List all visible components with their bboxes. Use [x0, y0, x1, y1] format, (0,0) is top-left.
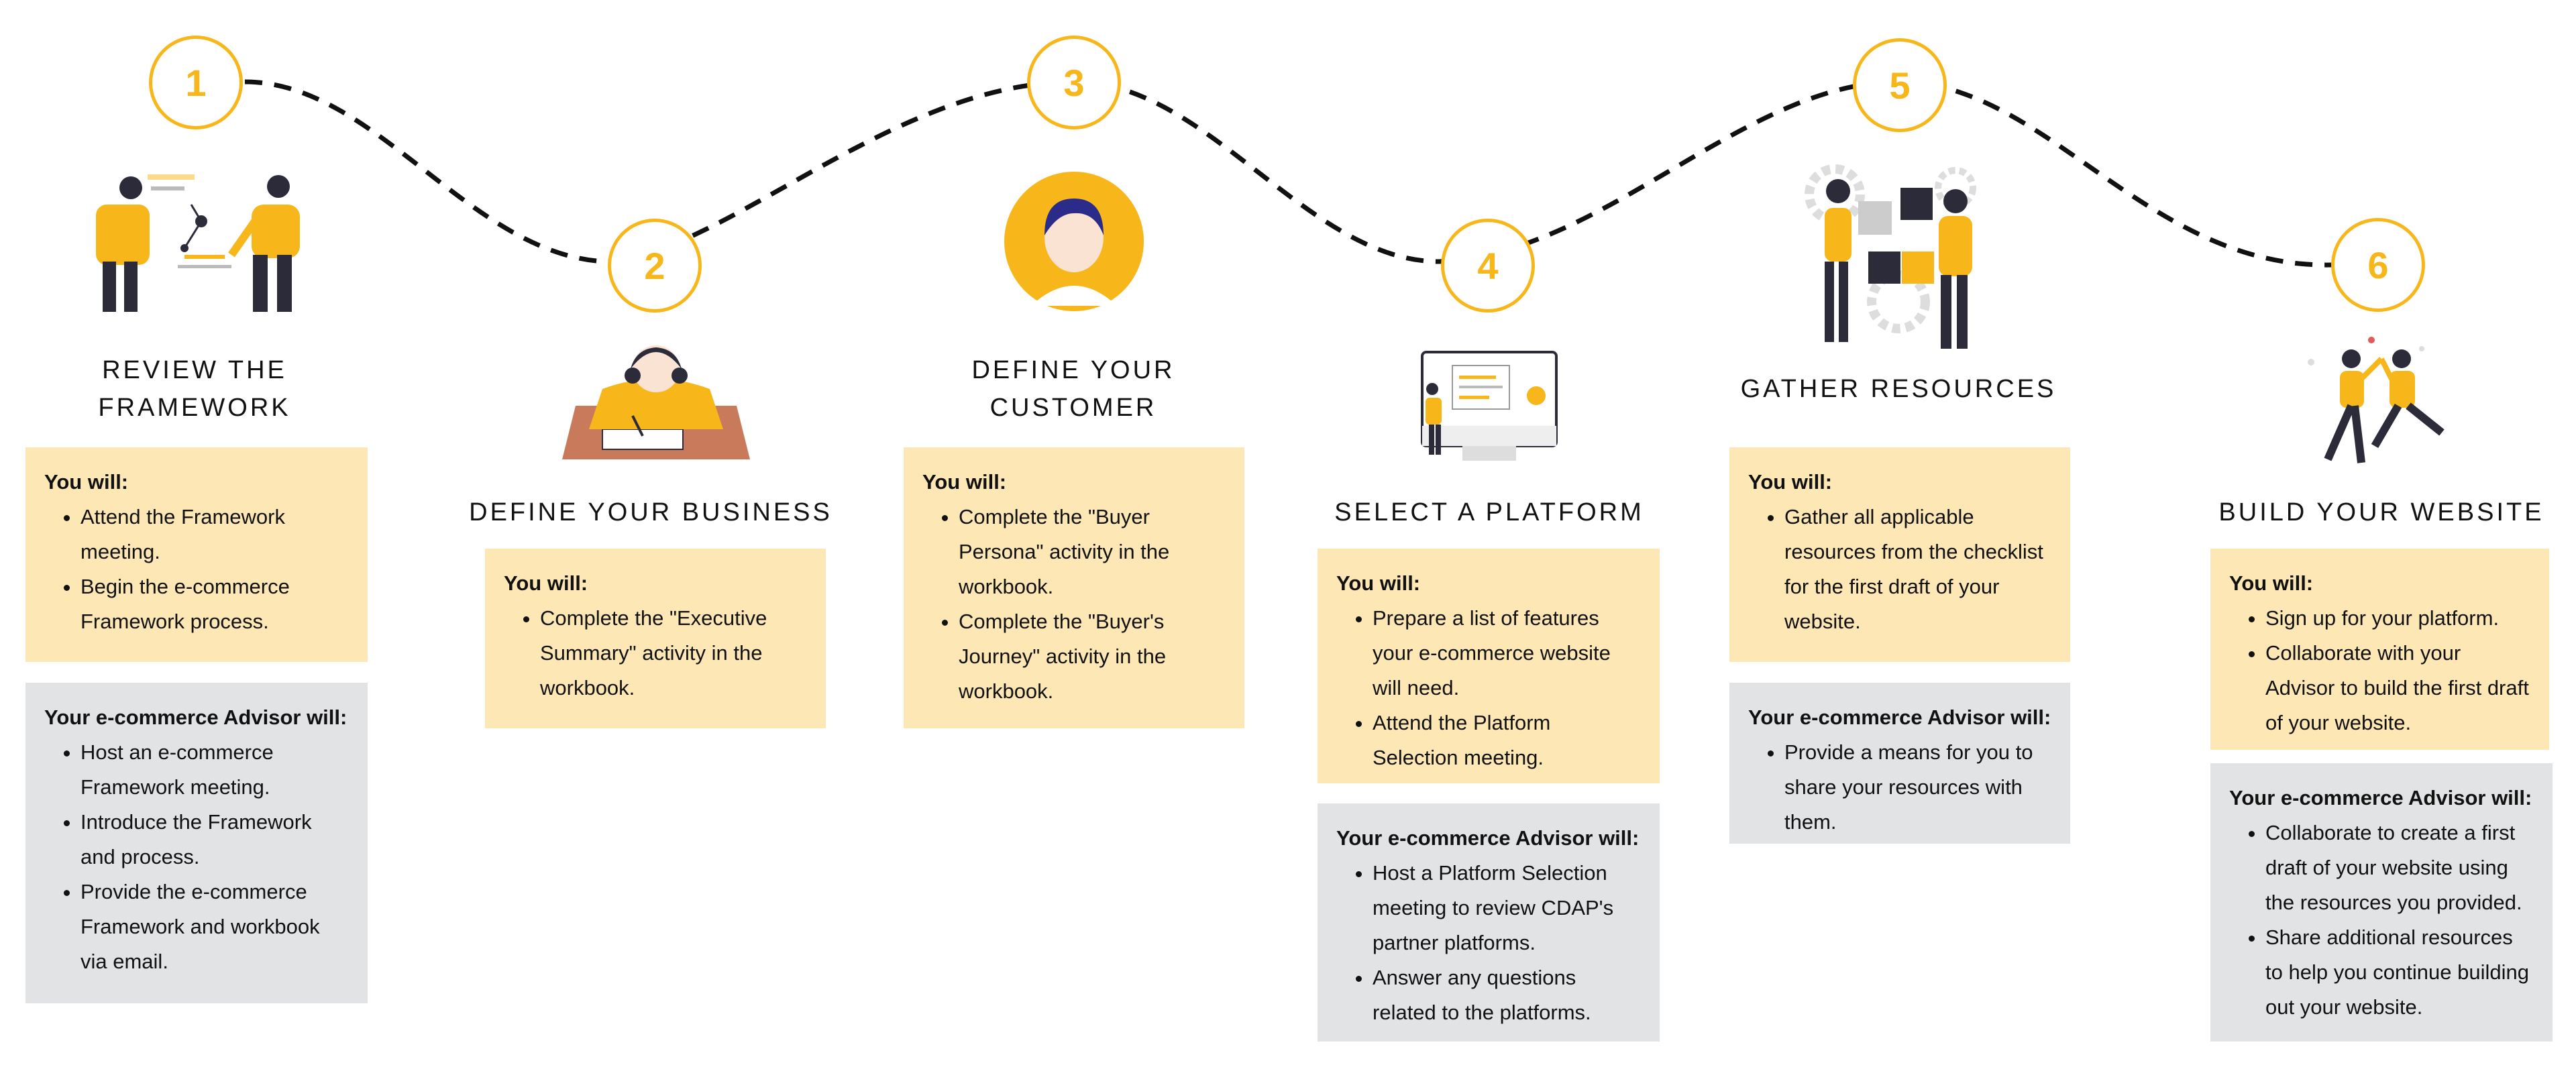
- step-3-number-circle: 3: [1027, 36, 1121, 129]
- step-6-number-circle: 6: [2331, 218, 2425, 312]
- step-3-you-list: Complete the "Buyer Persona" activity in…: [922, 500, 1226, 709]
- step-5-title-line-1: GATHER RESOURCES: [1740, 375, 2057, 403]
- list-item: Host an e-commerce Framework meeting.: [80, 735, 349, 805]
- list-item: Answer any questions related to the plat…: [1373, 960, 1641, 1030]
- step-6-you-list: Sign up for your platform. Collaborate w…: [2229, 601, 2530, 740]
- list-item: Provide the e-commerce Framework and wor…: [80, 875, 349, 979]
- two-people-reviewing-chart-icon: [96, 174, 300, 312]
- step-1-title-line-2: FRAMEWORK: [98, 394, 291, 422]
- list-item: Collaborate to create a first draft of y…: [2265, 816, 2534, 920]
- step-4-you-list: Prepare a list of features your e-commer…: [1336, 601, 1641, 775]
- step-6-you-heading: You will:: [2229, 571, 2314, 595]
- step-1-advisor-heading: Your e-commerce Advisor will:: [44, 706, 347, 729]
- step-5-advisor-box: Your e-commerce Advisor will: Provide a …: [1729, 683, 2070, 844]
- step-1-you-heading: You will:: [44, 470, 129, 494]
- step-1-title: REVIEW THE FRAMEWORK: [27, 351, 362, 427]
- list-item: Share additional resources to help you c…: [2265, 920, 2534, 1025]
- person-at-monitor-icon: [1421, 351, 1558, 461]
- step-1-you-list: Attend the Framework meeting. Begin the …: [44, 500, 349, 639]
- list-item: Begin the e-commerce Framework process.: [80, 569, 349, 639]
- list-item: Gather all applicable resources from the…: [1784, 500, 2051, 639]
- step-6-advisor-box: Your e-commerce Advisor will: Collaborat…: [2210, 763, 2553, 1042]
- step-6-title: BUILD YOUR WEBSITE: [2174, 494, 2576, 531]
- people-celebrating-icon: [2308, 337, 2445, 463]
- step-2-you-list: Complete the "Executive Summary" activit…: [504, 601, 807, 706]
- step-3-title-line-1: DEFINE YOUR: [971, 356, 1175, 384]
- step-1-advisor-list: Host an e-commerce Framework meeting. In…: [44, 735, 349, 979]
- step-5-advisor-list: Provide a means for you to share your re…: [1748, 735, 2051, 840]
- step-3-number: 3: [1063, 61, 1085, 104]
- step-6-advisor-heading: Your e-commerce Advisor will:: [2229, 786, 2532, 809]
- step-2-number-circle: 2: [608, 219, 702, 313]
- step-1-title-line-1: REVIEW THE: [102, 356, 287, 384]
- list-item: Collaborate with your Advisor to build t…: [2265, 636, 2530, 740]
- list-item: Complete the "Buyer Persona" activity in…: [959, 500, 1226, 604]
- list-item: Attend the Platform Selection meeting.: [1373, 706, 1641, 775]
- customer-avatar-icon: [1004, 172, 1144, 311]
- list-item: Complete the "Buyer's Journey" activity …: [959, 604, 1226, 709]
- step-1-number-circle: 1: [149, 36, 243, 129]
- step-5-title: GATHER RESOURCES: [1704, 370, 2093, 408]
- step-6-advisor-list: Collaborate to create a first draft of y…: [2229, 816, 2534, 1025]
- step-5-you-heading: You will:: [1748, 470, 1833, 494]
- list-item: Introduce the Framework and process.: [80, 805, 349, 875]
- list-item: Prepare a list of features your e-commer…: [1373, 601, 1641, 706]
- person-writing-at-desk-icon: [562, 345, 750, 459]
- step-1-you-box: You will: Attend the Framework meeting. …: [25, 447, 368, 662]
- step-2-title-line-1: DEFINE YOUR BUSINESS: [469, 498, 833, 526]
- people-assembling-puzzle-icon: [1805, 164, 1976, 349]
- step-4-you-heading: You will:: [1336, 571, 1421, 595]
- step-4-you-box: You will: Prepare a list of features you…: [1318, 549, 1660, 783]
- step-4-advisor-list: Host a Platform Selection meeting to rev…: [1336, 856, 1641, 1030]
- step-5-advisor-heading: Your e-commerce Advisor will:: [1748, 706, 2051, 729]
- step-2-you-heading: You will:: [504, 571, 588, 595]
- list-item: Attend the Framework meeting.: [80, 500, 349, 569]
- step-4-advisor-heading: Your e-commerce Advisor will:: [1336, 826, 1640, 850]
- step-1-advisor-box: Your e-commerce Advisor will: Host an e-…: [25, 683, 368, 1003]
- step-3-title-line-2: CUSTOMER: [989, 394, 1157, 422]
- step-4-title-line-1: SELECT A PLATFORM: [1334, 498, 1644, 526]
- list-item: Provide a means for you to share your re…: [1784, 735, 2051, 840]
- list-item: Complete the "Executive Summary" activit…: [540, 601, 807, 706]
- step-5-you-box: You will: Gather all applicable resource…: [1729, 447, 2070, 662]
- step-3-you-heading: You will:: [922, 470, 1007, 494]
- step-1-number: 1: [185, 61, 207, 104]
- step-4-number: 4: [1477, 244, 1499, 287]
- step-5-number: 5: [1889, 64, 1911, 107]
- step-3-you-box: You will: Complete the "Buyer Persona" a…: [904, 447, 1244, 728]
- step-6-title-line-1: BUILD YOUR WEBSITE: [2218, 498, 2544, 526]
- list-item: Sign up for your platform.: [2265, 601, 2530, 636]
- step-2-you-box: You will: Complete the "Executive Summar…: [485, 549, 826, 728]
- step-4-number-circle: 4: [1441, 219, 1535, 313]
- step-4-advisor-box: Your e-commerce Advisor will: Host a Pla…: [1318, 803, 1660, 1042]
- step-3-title: DEFINE YOUR CUSTOMER: [906, 351, 1241, 427]
- step-4-title: SELECT A PLATFORM: [1295, 494, 1684, 531]
- step-5-number-circle: 5: [1853, 38, 1947, 132]
- step-6-number: 6: [2367, 243, 2389, 286]
- step-6-you-box: You will: Sign up for your platform. Col…: [2210, 549, 2549, 750]
- list-item: Host a Platform Selection meeting to rev…: [1373, 856, 1641, 960]
- step-5-you-list: Gather all applicable resources from the…: [1748, 500, 2051, 639]
- step-2-number: 2: [644, 244, 665, 287]
- step-2-title: DEFINE YOUR BUSINESS: [456, 494, 845, 531]
